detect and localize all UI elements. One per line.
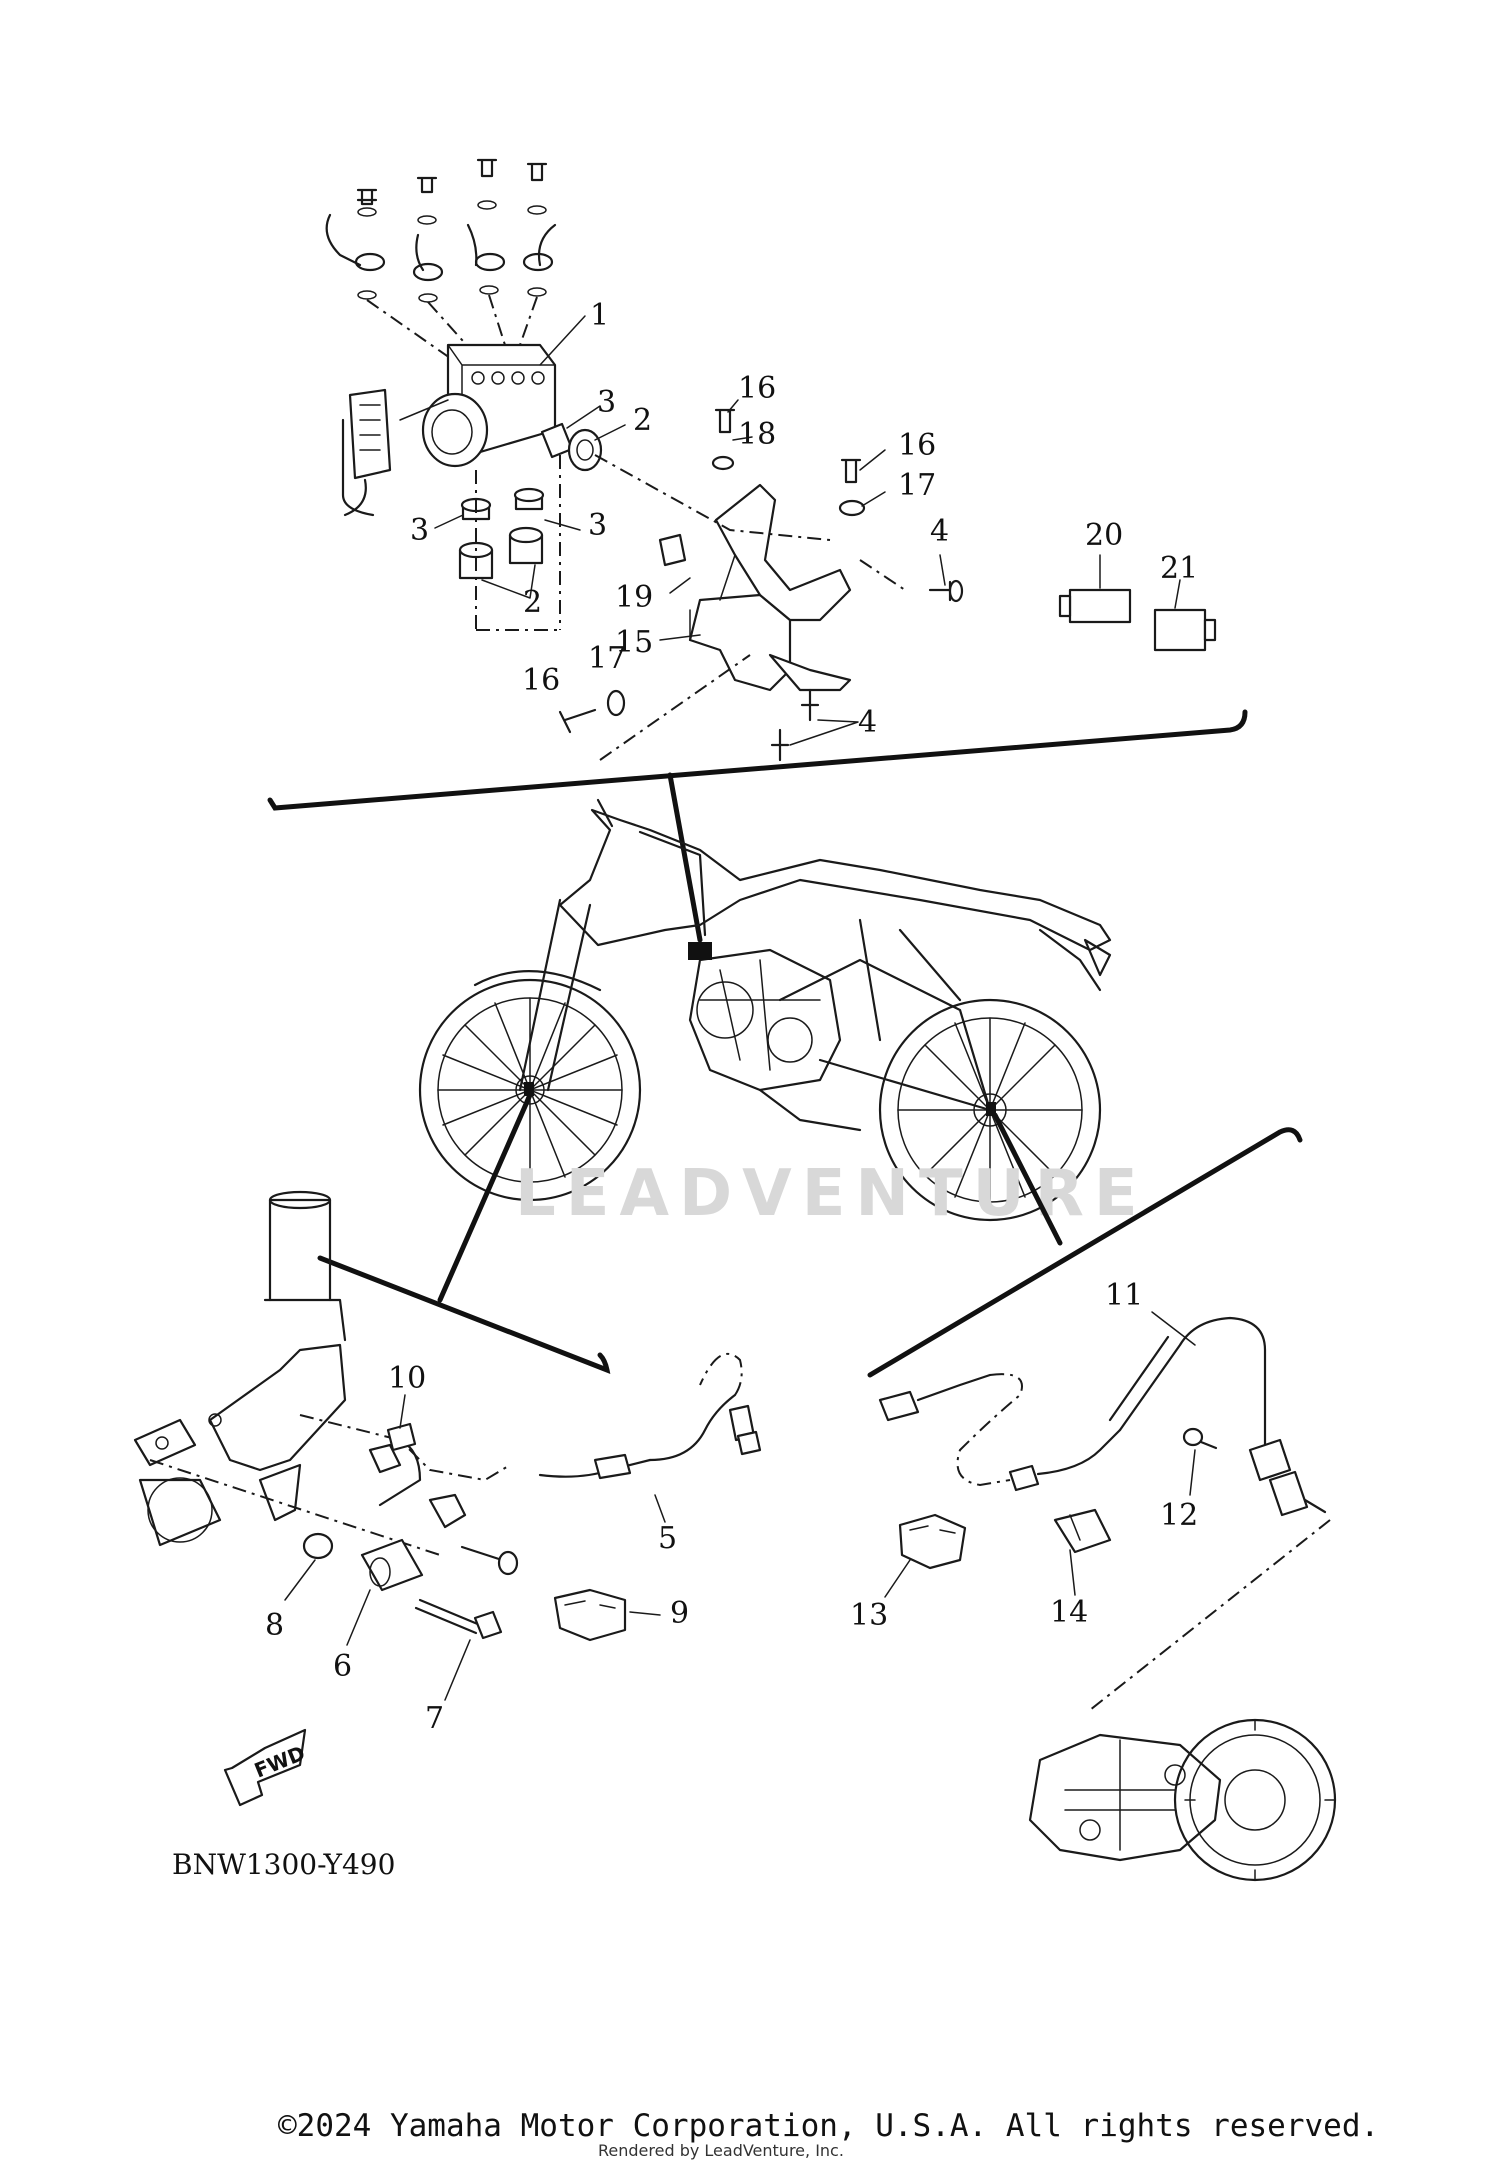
motorcycle-illustration: [418, 798, 1112, 1222]
callout-4: 4: [930, 514, 949, 549]
callout-1: 1: [590, 298, 609, 333]
rear-callout-bar: [867, 1127, 1303, 1378]
callout-16: 16: [738, 371, 776, 406]
callout-16: 16: [898, 428, 936, 463]
callout-6: 6: [333, 1649, 352, 1684]
callout-12: 12: [1160, 1498, 1198, 1533]
bracket: [594, 454, 906, 761]
callout-17: 17: [898, 468, 936, 503]
top-leaders: [434, 315, 1181, 641]
top-callout-bar: [267, 709, 1248, 811]
callout-2: 2: [523, 585, 542, 620]
callout-10: 10: [388, 1361, 426, 1396]
brake-hoses: [325, 213, 557, 366]
callout-3: 3: [588, 508, 607, 543]
callout-13: 13: [850, 1598, 888, 1633]
dampers: [458, 422, 603, 631]
abs-location-marker: [688, 942, 712, 960]
callout-21: 21: [1160, 551, 1198, 586]
callout-3: 3: [597, 385, 616, 420]
callout-15: 15: [615, 625, 653, 660]
copyright-notice: ©2024 Yamaha Motor Corporation, U.S.A. A…: [278, 2108, 1380, 2144]
front-callout-bar: [317, 1255, 611, 1374]
callout-3: 3: [410, 513, 429, 548]
callout-4: 4: [858, 705, 877, 740]
sensor-modules: [1058, 588, 1217, 652]
callout-8: 8: [265, 1608, 284, 1643]
banjo-bolts: [356, 158, 548, 225]
callout-7: 7: [425, 1701, 444, 1736]
callout-5: 5: [658, 1521, 677, 1556]
top-pointer: [667, 772, 703, 943]
callout-17: 17: [588, 641, 626, 676]
callout-9: 9: [670, 1596, 689, 1631]
fwd-arrow: FWD: [223, 1728, 308, 1807]
callout-19: 19: [615, 580, 653, 615]
bolts: [558, 408, 964, 762]
abs-unit-assembly: [325, 158, 1217, 762]
watermark: LEADVENTURE: [515, 1157, 1148, 1231]
callout-11: 11: [1105, 1278, 1143, 1313]
front-pointer: [437, 1092, 533, 1303]
front-wheel-sensor-assembly: [133, 1190, 762, 1701]
hydraulic-unit: [341, 343, 557, 517]
callout-labels: 1 3 2 3 3 2 16 18 16 17 4 20 21 19 15 17…: [265, 298, 1198, 1736]
callout-16: 16: [522, 663, 560, 698]
rendered-by-credit: Rendered by LeadVenture, Inc.: [598, 2141, 844, 2160]
diagram-code: BNW1300-Y490: [172, 1848, 396, 1881]
callout-2: 2: [633, 403, 652, 438]
callout-14: 14: [1050, 1595, 1088, 1630]
rear-pointer: [992, 1112, 1063, 1246]
rear-wheel-sensor-assembly: [878, 1311, 1337, 1882]
callout-20: 20: [1085, 518, 1123, 553]
callout-18: 18: [738, 417, 776, 452]
